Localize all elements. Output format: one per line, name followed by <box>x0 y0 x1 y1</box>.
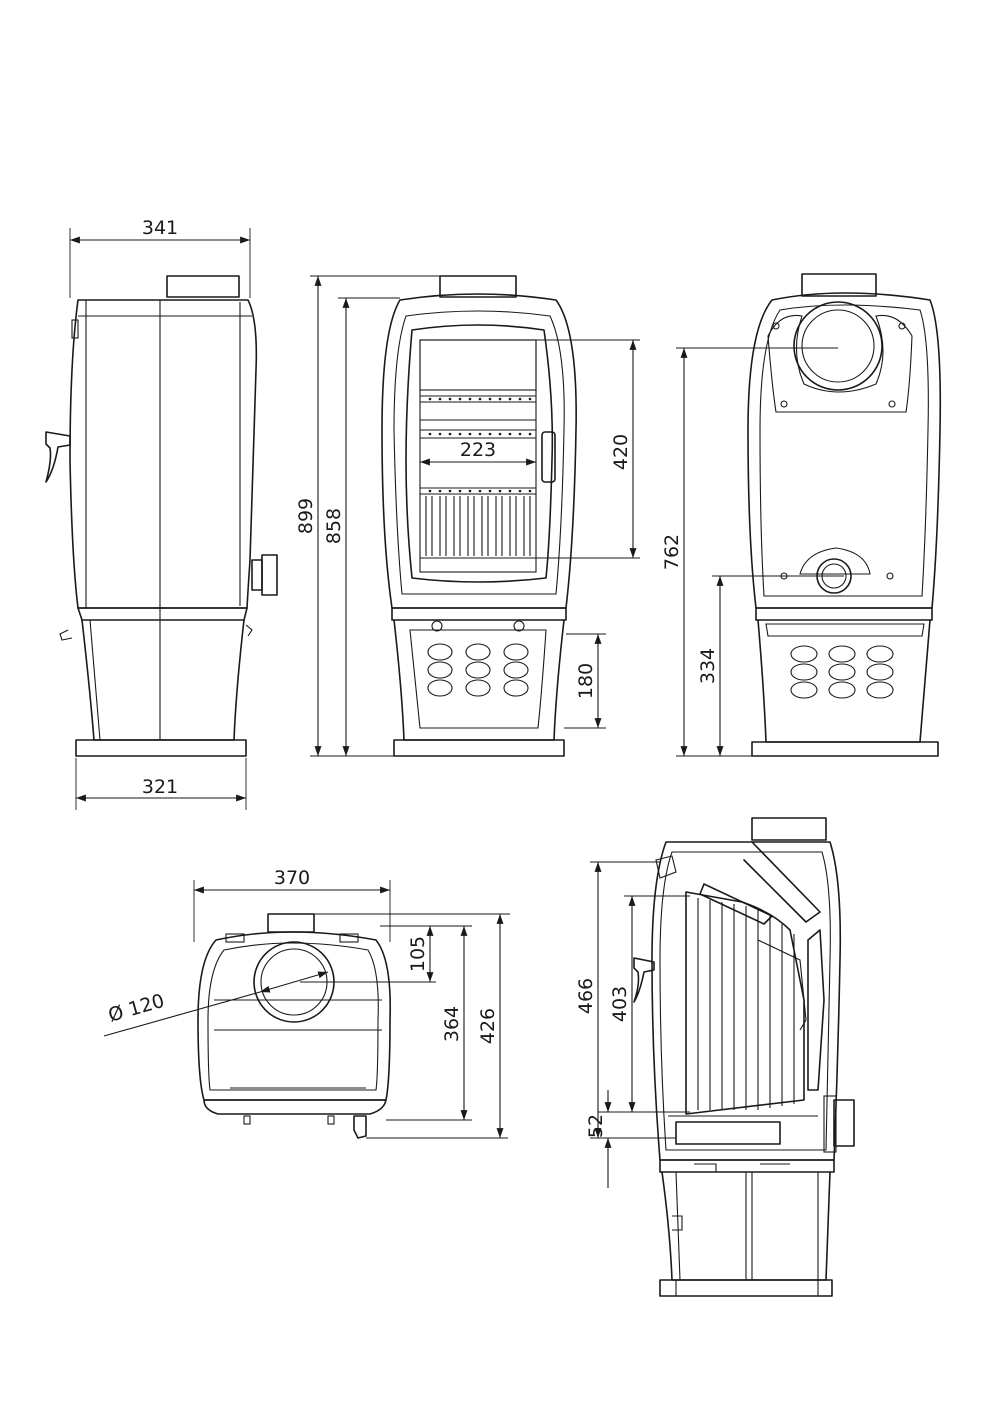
front-dimension-420: 420 <box>536 339 640 559</box>
side-dimension-341: 341 <box>69 217 251 298</box>
front-dimension-223: 223 <box>420 439 536 466</box>
dim-341-label: 341 <box>142 217 178 239</box>
section-dimension-466: 466 <box>575 861 676 1139</box>
top-dimension-diameter-120: Ø 120 <box>103 971 329 1037</box>
rear-air-vents <box>790 645 894 699</box>
fireback-ribs <box>697 898 795 1110</box>
dim-105-label: 105 <box>407 936 429 972</box>
dim-364-label: 364 <box>441 1006 463 1042</box>
door-handle <box>541 431 556 483</box>
dim-370-label: 370 <box>274 867 310 889</box>
front-dimension-858: 858 <box>323 297 400 756</box>
dim-334-label: 334 <box>697 648 719 684</box>
rear-view <box>747 273 942 757</box>
dim-420-label: 420 <box>610 434 632 470</box>
rear-dimension-334: 334 <box>697 575 834 756</box>
top-view <box>197 913 392 1139</box>
dim-223-label: 223 <box>460 439 496 461</box>
top-dimension-105: 105 <box>300 913 510 983</box>
dim-403-label: 403 <box>609 986 631 1022</box>
section-view <box>633 817 855 1297</box>
section-dimension-52: 52 <box>585 1090 624 1188</box>
dim-466-label: 466 <box>575 978 597 1014</box>
rear-dimension-762: 762 <box>661 347 838 757</box>
top-dimension-370: 370 <box>193 867 391 942</box>
front-dimension-899: 899 <box>295 275 440 757</box>
dim-858-label: 858 <box>323 508 345 544</box>
dim-321-label: 321 <box>142 776 178 798</box>
front-air-vents <box>427 643 529 697</box>
side-dimension-321: 321 <box>75 758 247 810</box>
dim-899-label: 899 <box>295 498 317 534</box>
section-dimension-403: 403 <box>609 895 690 1113</box>
top-dimension-364: 364 <box>380 925 472 1121</box>
front-dimension-180: 180 <box>564 633 606 729</box>
front-view <box>381 275 577 757</box>
side-view <box>45 275 278 757</box>
grate-bars <box>420 496 536 559</box>
dim-52-label: 52 <box>585 1114 607 1138</box>
top-dimension-426: 426 <box>366 914 508 1139</box>
dim-762-label: 762 <box>661 534 683 570</box>
dim-426-label: 426 <box>477 1008 499 1044</box>
dim-180-label: 180 <box>575 663 597 699</box>
